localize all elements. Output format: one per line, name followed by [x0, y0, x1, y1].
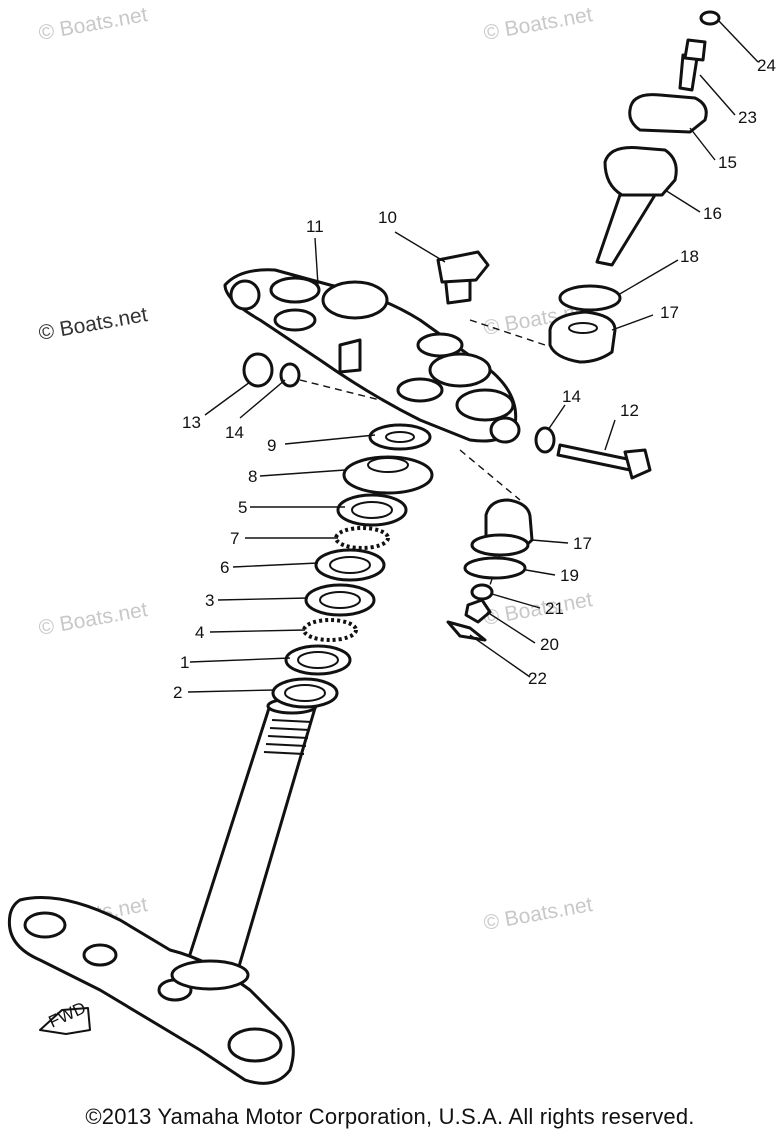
- callout-17b: 17: [573, 534, 592, 553]
- callout-11: 11: [306, 217, 324, 236]
- watermark: © Boats.net: [482, 588, 595, 630]
- callout-7: 7: [230, 529, 239, 548]
- callout-9: 9: [267, 436, 276, 455]
- bolt-10: [436, 250, 490, 305]
- fwd-arrow-icon: FWD: [39, 998, 91, 1035]
- callout-21: 21: [545, 599, 564, 618]
- callout-8: 8: [248, 467, 257, 486]
- callout-24: 24: [757, 56, 776, 75]
- copyright-notice: ©2013 Yamaha Motor Corporation, U.S.A. A…: [85, 1104, 695, 1129]
- callout-labels: 1 2 3 4 5 6 7 8 9 10 11 12 13 14 14 15 1…: [173, 56, 776, 702]
- callout-16: 16: [703, 204, 722, 223]
- watermark: © Boats.net: [37, 303, 150, 345]
- callout-19: 19: [560, 566, 579, 585]
- callout-5: 5: [238, 498, 247, 517]
- watermarks: © Boats.net © Boats.net © Boats.net © Bo…: [37, 3, 595, 935]
- callout-1: 1: [180, 653, 189, 672]
- callout-10: 10: [378, 208, 397, 227]
- watermark: © Boats.net: [482, 893, 595, 935]
- nut-13: [242, 352, 274, 388]
- callout-14a: 14: [225, 423, 244, 442]
- bearing-stack: [271, 423, 434, 709]
- callout-15: 15: [718, 153, 737, 172]
- upper-bracket: [223, 268, 521, 444]
- watermark: © Boats.net: [37, 3, 150, 45]
- watermark: © Boats.net: [482, 3, 595, 45]
- callout-14b: 14: [562, 387, 581, 406]
- washer-14: [279, 362, 301, 388]
- callout-12: 12: [620, 401, 639, 420]
- watermark: © Boats.net: [37, 598, 150, 640]
- bolt-12: [534, 426, 652, 480]
- steering-stem-under-bracket: [7, 697, 318, 1085]
- callout-6: 6: [220, 558, 229, 577]
- callout-4: 4: [195, 623, 204, 642]
- callout-22: 22: [528, 669, 547, 688]
- callout-23: 23: [738, 108, 757, 127]
- callout-2: 2: [173, 683, 182, 702]
- callout-17a: 17: [660, 303, 679, 322]
- callout-3: 3: [205, 591, 214, 610]
- lower-damper-parts: [446, 498, 534, 642]
- handlebar-holder-parts: [548, 10, 721, 364]
- leader-lines: [187, 19, 759, 693]
- callout-13: 13: [182, 413, 201, 432]
- callout-20: 20: [540, 635, 559, 654]
- callout-18: 18: [680, 247, 699, 266]
